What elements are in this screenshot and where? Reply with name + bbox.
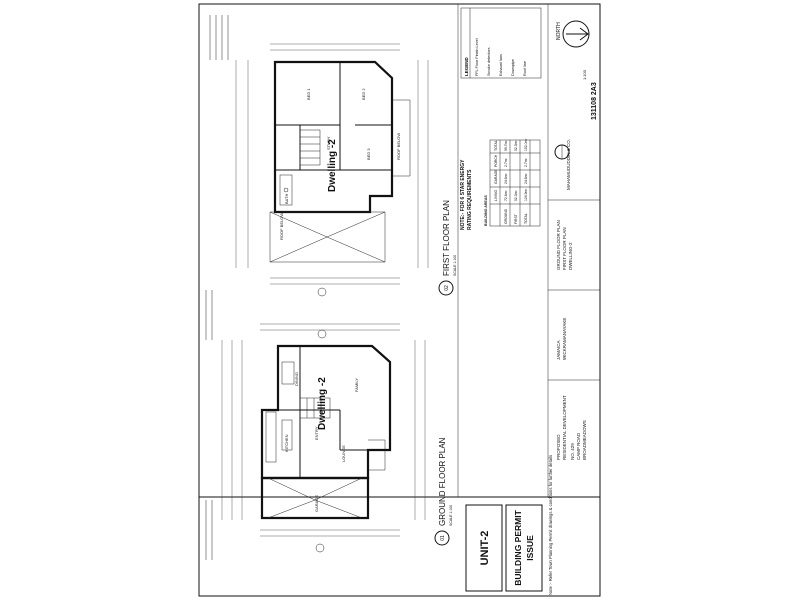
firm-name: MAHAMUDUDDIN & CO. — [566, 139, 571, 190]
unit-box — [465, 504, 503, 592]
areas-row-label: GROUND — [504, 208, 508, 224]
job-number: 131108 2A3 — [591, 82, 598, 120]
energy-note-line1: NOTE:- FOR 6 STAR ENERGY — [460, 159, 466, 230]
address-line1: NO. 429 — [570, 443, 575, 460]
room-label: BED 3 — [366, 148, 371, 160]
issue-line2: ISSUE — [525, 535, 535, 561]
areas-cell: 72.6m² — [504, 190, 508, 201]
areas-cell: 2.7m² — [504, 157, 508, 167]
ground-plan-number: 01 — [440, 535, 446, 541]
ground-plan-scale: SCALE 1:100 — [449, 505, 453, 526]
section-marker-icon — [317, 329, 327, 339]
legend-item: FFL Floor Finish Level — [475, 38, 479, 76]
drawing-line1: GROUND FLOOR PLAN — [556, 220, 561, 270]
ground-floor-plan: Dwelling -2 KITCHEN DINING FAMILY LOUNGE… — [205, 287, 453, 560]
room-label: GARAGE — [314, 495, 319, 512]
first-plan-scale: SCALE 1:100 — [453, 255, 457, 276]
room-label: ROOF BELOW — [279, 213, 284, 240]
title-block: UNIT-2 BUILDING PERMIT ISSUE Note :- Ref… — [199, 4, 600, 595]
areas-cell: 124.9m² — [524, 188, 528, 201]
first-plan-title: FIRST FLOOR PLAN — [442, 200, 451, 276]
areas-cell: 52.3m² — [514, 140, 518, 151]
room-label: ENTRY — [314, 426, 319, 440]
areas-header: TOTAL — [494, 140, 498, 151]
first-floor-plan: Dwelling -2 BED 1 BED 2 BED 3 BATH STUDY… — [209, 15, 457, 296]
areas-cell: 24.6m² — [524, 173, 528, 184]
drawing-line3: DWELLING-2 — [568, 242, 573, 270]
north-arrow-icon — [562, 20, 590, 48]
plan-number-badge — [434, 530, 450, 546]
drawing-line2: FIRST FLOOR PLAN — [562, 227, 567, 270]
legend-item: Smoke detectors — [487, 47, 491, 76]
client-line2: WICKRAMANAYAKE — [562, 318, 567, 360]
room-label: BATH — [284, 194, 289, 204]
issue-box — [505, 504, 543, 592]
legend-item: Downpipe — [511, 59, 515, 76]
areas-header: GARAGE — [494, 169, 498, 184]
refer-note: Note :- Refer Town Planning Permit drawi… — [548, 455, 553, 595]
sheet-border — [198, 3, 601, 597]
areas-cell: 152.0m² — [524, 138, 528, 151]
room-label: KITCHEN — [284, 434, 289, 452]
legend-item: Roof line — [523, 61, 527, 76]
legend: LEGEND FFL Floor Finish Level Smoke dete… — [460, 7, 542, 79]
unit-label: UNIT-2 — [479, 531, 491, 566]
areas-title: BUILDING AREAS — [484, 195, 488, 226]
areas-row-label: TOTAL — [524, 213, 528, 224]
areas-cell: 99.7m² — [504, 140, 508, 151]
scale-value: 1:100 — [582, 69, 587, 80]
areas-cell: 52.3m² — [514, 190, 518, 201]
areas-header: PORCH — [494, 154, 498, 167]
address-line2: CAMP ROAD — [576, 432, 581, 460]
section-marker-icon — [315, 543, 325, 553]
areas-cell: 2.7m² — [524, 157, 528, 167]
address-line3: BROADMEADOWS — [582, 420, 587, 460]
legend-item: Exhaust fans — [499, 54, 503, 76]
issue-line1: BUILDING PERMIT — [513, 509, 523, 585]
room-label: ROOF BELOW — [396, 133, 401, 160]
room-label: BED 1 — [306, 88, 311, 100]
areas-cell: 24.6m² — [504, 173, 508, 184]
north-label: NORTH — [556, 22, 562, 40]
room-label: BED 2 — [361, 88, 366, 100]
dwelling-label-ground: Dwelling -2 — [317, 377, 328, 430]
project-line2: RESIDENTIAL DEVELOPMENT — [562, 395, 567, 460]
energy-note-line2: RATING REQUIREMENTS — [467, 169, 473, 230]
room-label: DINING — [294, 372, 299, 386]
project-line1: PROPOSED — [556, 434, 561, 460]
areas-header: LIVING — [494, 190, 498, 201]
dwelling-label-first: Dwelling -2 — [327, 139, 338, 192]
energy-note: NOTE:- FOR 6 STAR ENERGY RATING REQUIREM… — [460, 159, 473, 230]
legend-title: LEGEND — [464, 56, 469, 76]
room-label: FAMILY — [354, 378, 359, 392]
client-line1: JAMAICA — [556, 340, 561, 360]
ground-plan-title: GROUND FLOOR PLAN — [438, 437, 447, 526]
first-plan-number: 02 — [444, 285, 450, 291]
room-label: STUDY — [326, 136, 331, 150]
plan-number-badge — [438, 280, 454, 296]
room-label: LOUNGE — [341, 445, 346, 462]
areas-table: BUILDING AREAS LIVING GARAGE PORCH TOTAL… — [484, 138, 541, 227]
areas-row-label: FIRST — [514, 214, 518, 224]
section-marker-icon — [317, 287, 327, 297]
